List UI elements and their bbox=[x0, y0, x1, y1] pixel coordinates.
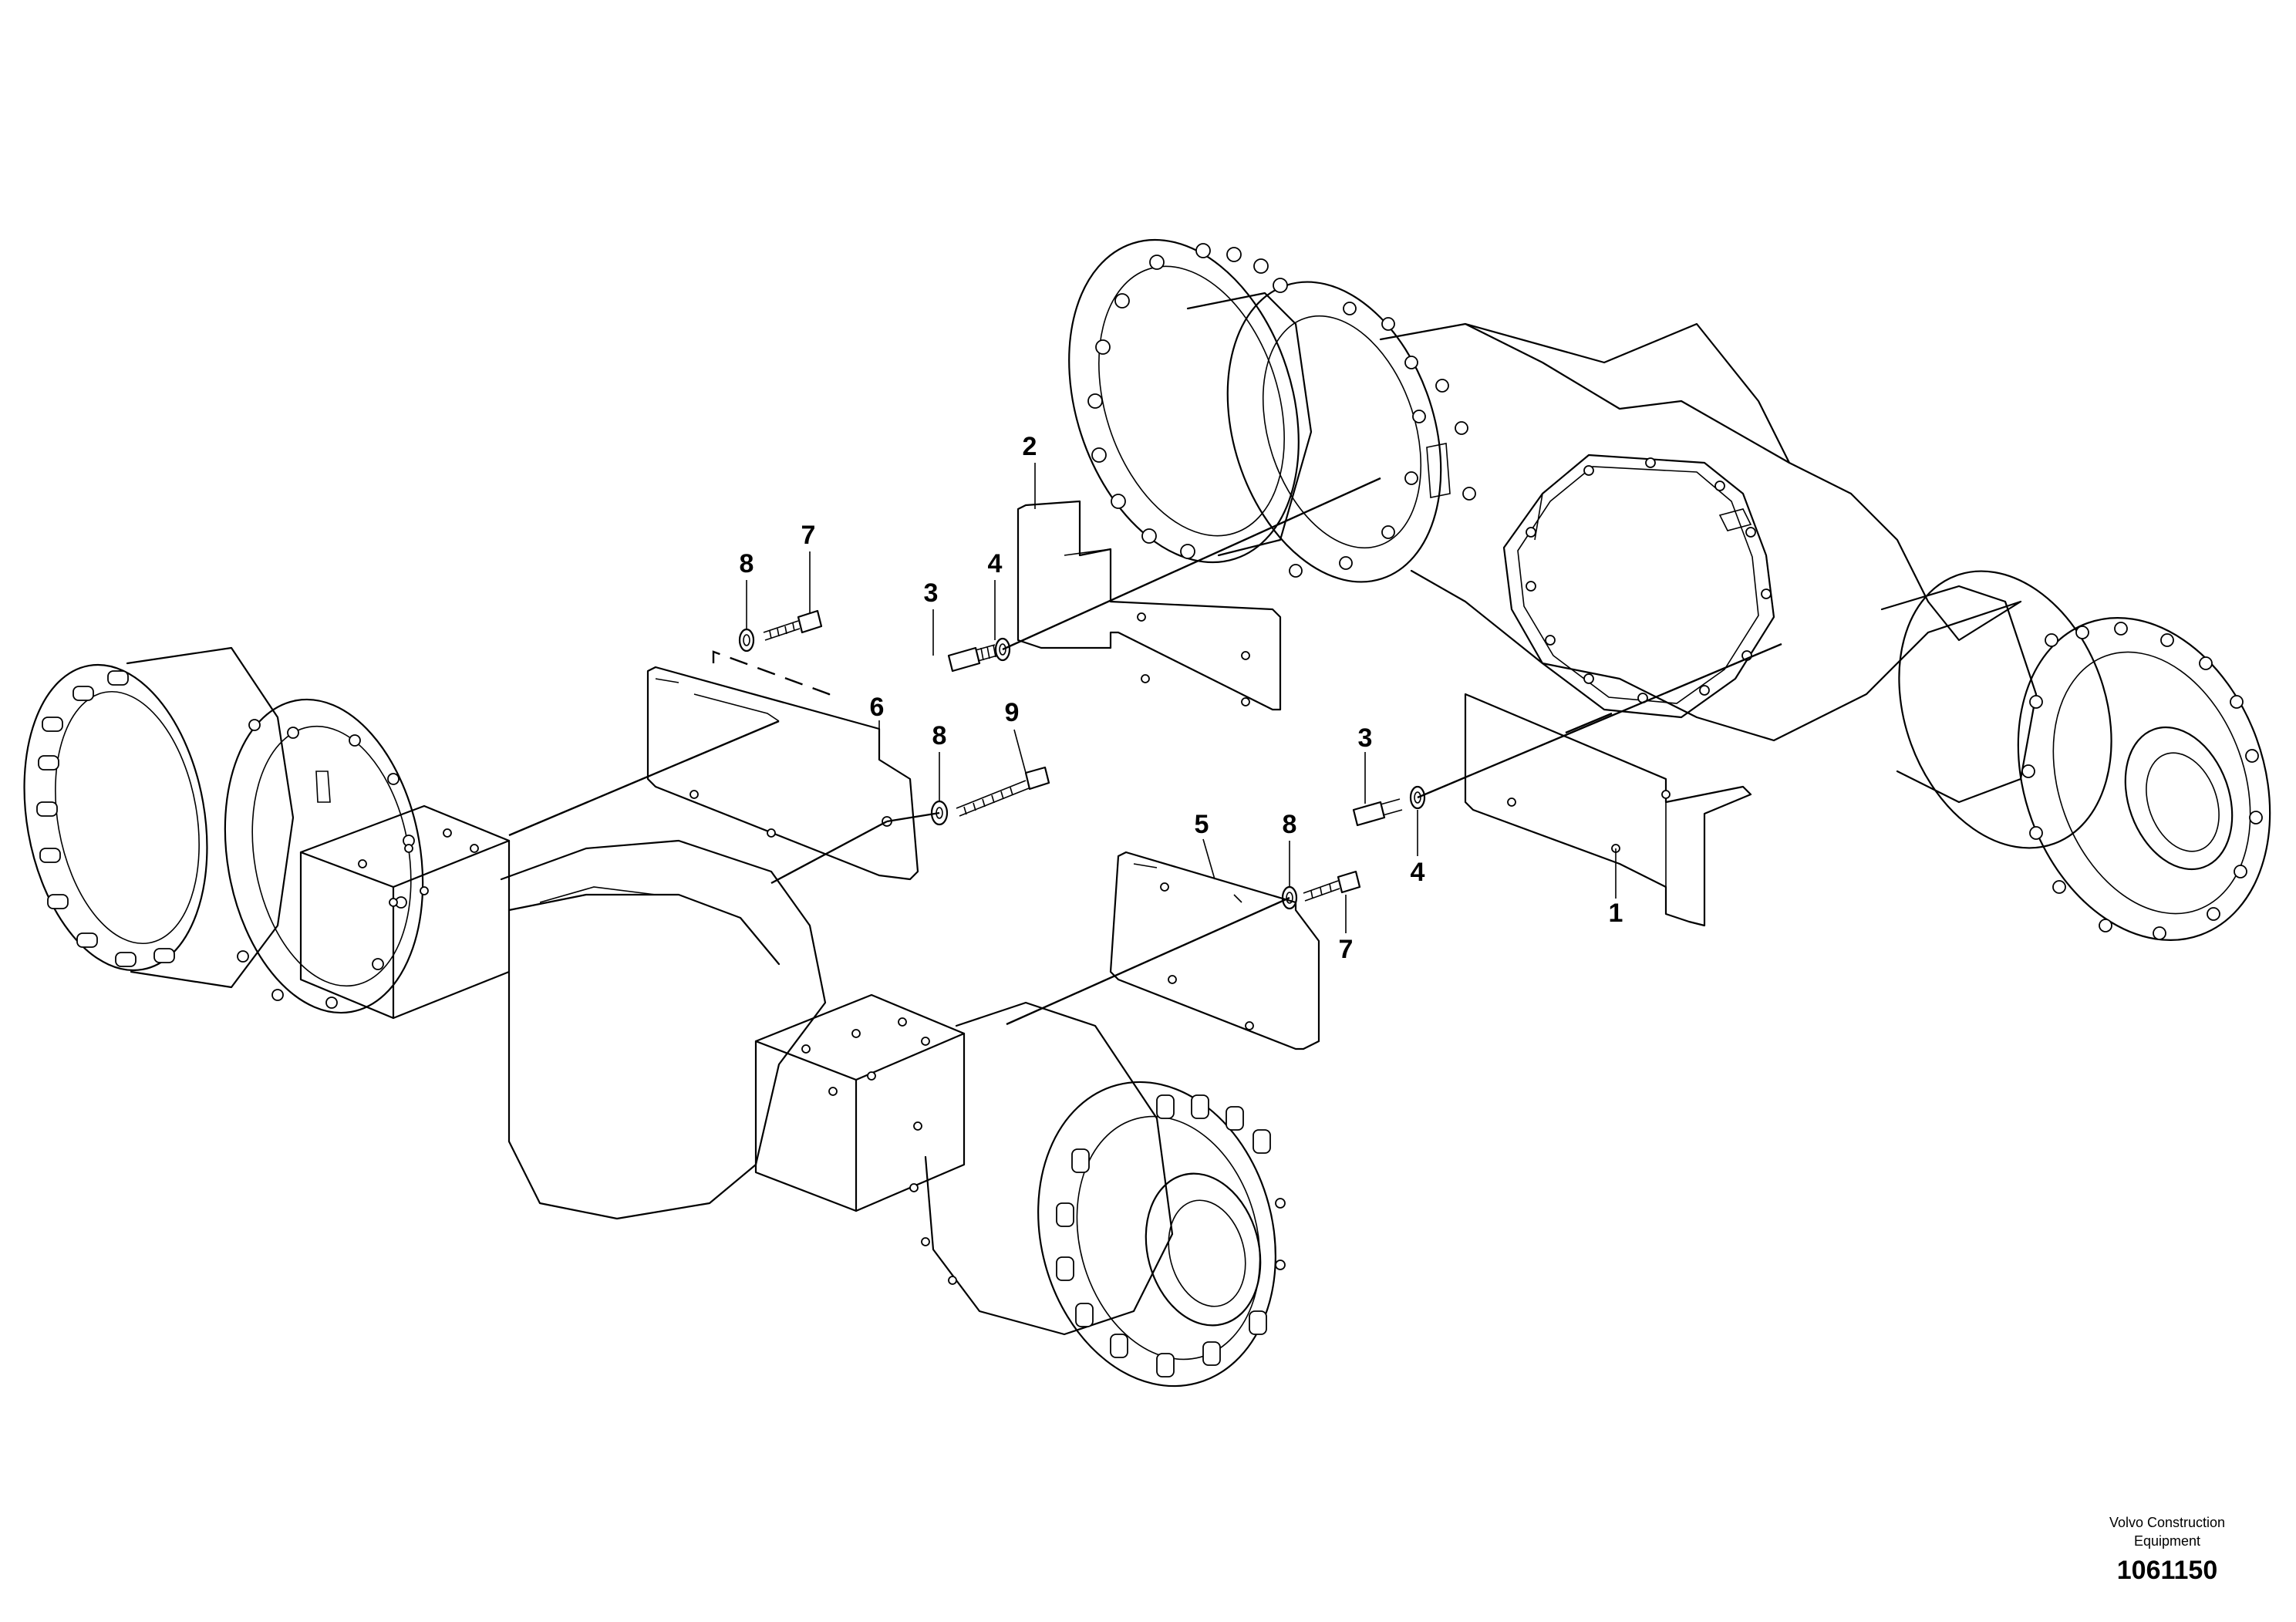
bolt-7-lower bbox=[1303, 870, 1361, 902]
callout-7-lower: 7 bbox=[1339, 935, 1354, 964]
bolt-3-lower bbox=[1352, 798, 1403, 827]
guard-plate-2 bbox=[1017, 500, 1282, 711]
callout-8-middle: 8 bbox=[932, 721, 947, 750]
front-axle-left-hub bbox=[23, 646, 424, 1014]
guard-plate-6 bbox=[646, 666, 919, 881]
front-axle-center-housing bbox=[500, 839, 827, 1220]
footer: Volvo Construction Equipment 1061150 bbox=[2109, 1515, 2225, 1585]
washer-4-lower bbox=[1409, 785, 1426, 810]
bolt-3-upper bbox=[947, 644, 998, 673]
rear-axle bbox=[1068, 238, 2271, 941]
callout-8-upper: 8 bbox=[740, 549, 754, 578]
callout-7-upper: 7 bbox=[801, 521, 816, 550]
front-axle bbox=[23, 646, 1286, 1388]
callout-3-upper: 3 bbox=[924, 578, 939, 608]
company-name-line1: Volvo Construction bbox=[2109, 1515, 2225, 1530]
front-axle-right-hub bbox=[909, 1001, 1286, 1388]
bolt-9 bbox=[956, 766, 1050, 817]
callout-1: 1 bbox=[1609, 899, 1623, 928]
front-axle-right-block bbox=[754, 993, 966, 1212]
callout-4-lower: 4 bbox=[1411, 858, 1425, 887]
bolt-7-upper bbox=[763, 609, 823, 641]
rear-axle-left-hub bbox=[1068, 238, 1442, 583]
callout-9: 9 bbox=[1005, 698, 1020, 727]
callout-5: 5 bbox=[1195, 810, 1209, 839]
callout-8-lower: 8 bbox=[1283, 810, 1297, 839]
callout-6: 6 bbox=[870, 693, 885, 722]
company-name-line2: Equipment bbox=[2134, 1533, 2200, 1549]
callout-3-lower: 3 bbox=[1358, 723, 1373, 753]
guard-plate-5 bbox=[1109, 851, 1320, 1050]
callout-leaders bbox=[746, 463, 1617, 933]
rear-axle-housing bbox=[1379, 322, 2022, 742]
callout-labels: 1 2 3 3 4 4 5 6 7 7 8 8 8 9 bbox=[740, 432, 1623, 964]
callout-4-upper: 4 bbox=[988, 549, 1003, 578]
assembly-lines bbox=[508, 477, 1782, 1026]
rear-axle-right-hub bbox=[1880, 570, 2271, 941]
guard-plate-1 bbox=[1464, 693, 1752, 927]
washer-8-upper bbox=[738, 628, 755, 653]
washer-4-upper bbox=[994, 637, 1011, 662]
document-number: 1061150 bbox=[2117, 1556, 2218, 1585]
hose-clamp bbox=[712, 650, 831, 706]
callout-2: 2 bbox=[1023, 432, 1037, 461]
